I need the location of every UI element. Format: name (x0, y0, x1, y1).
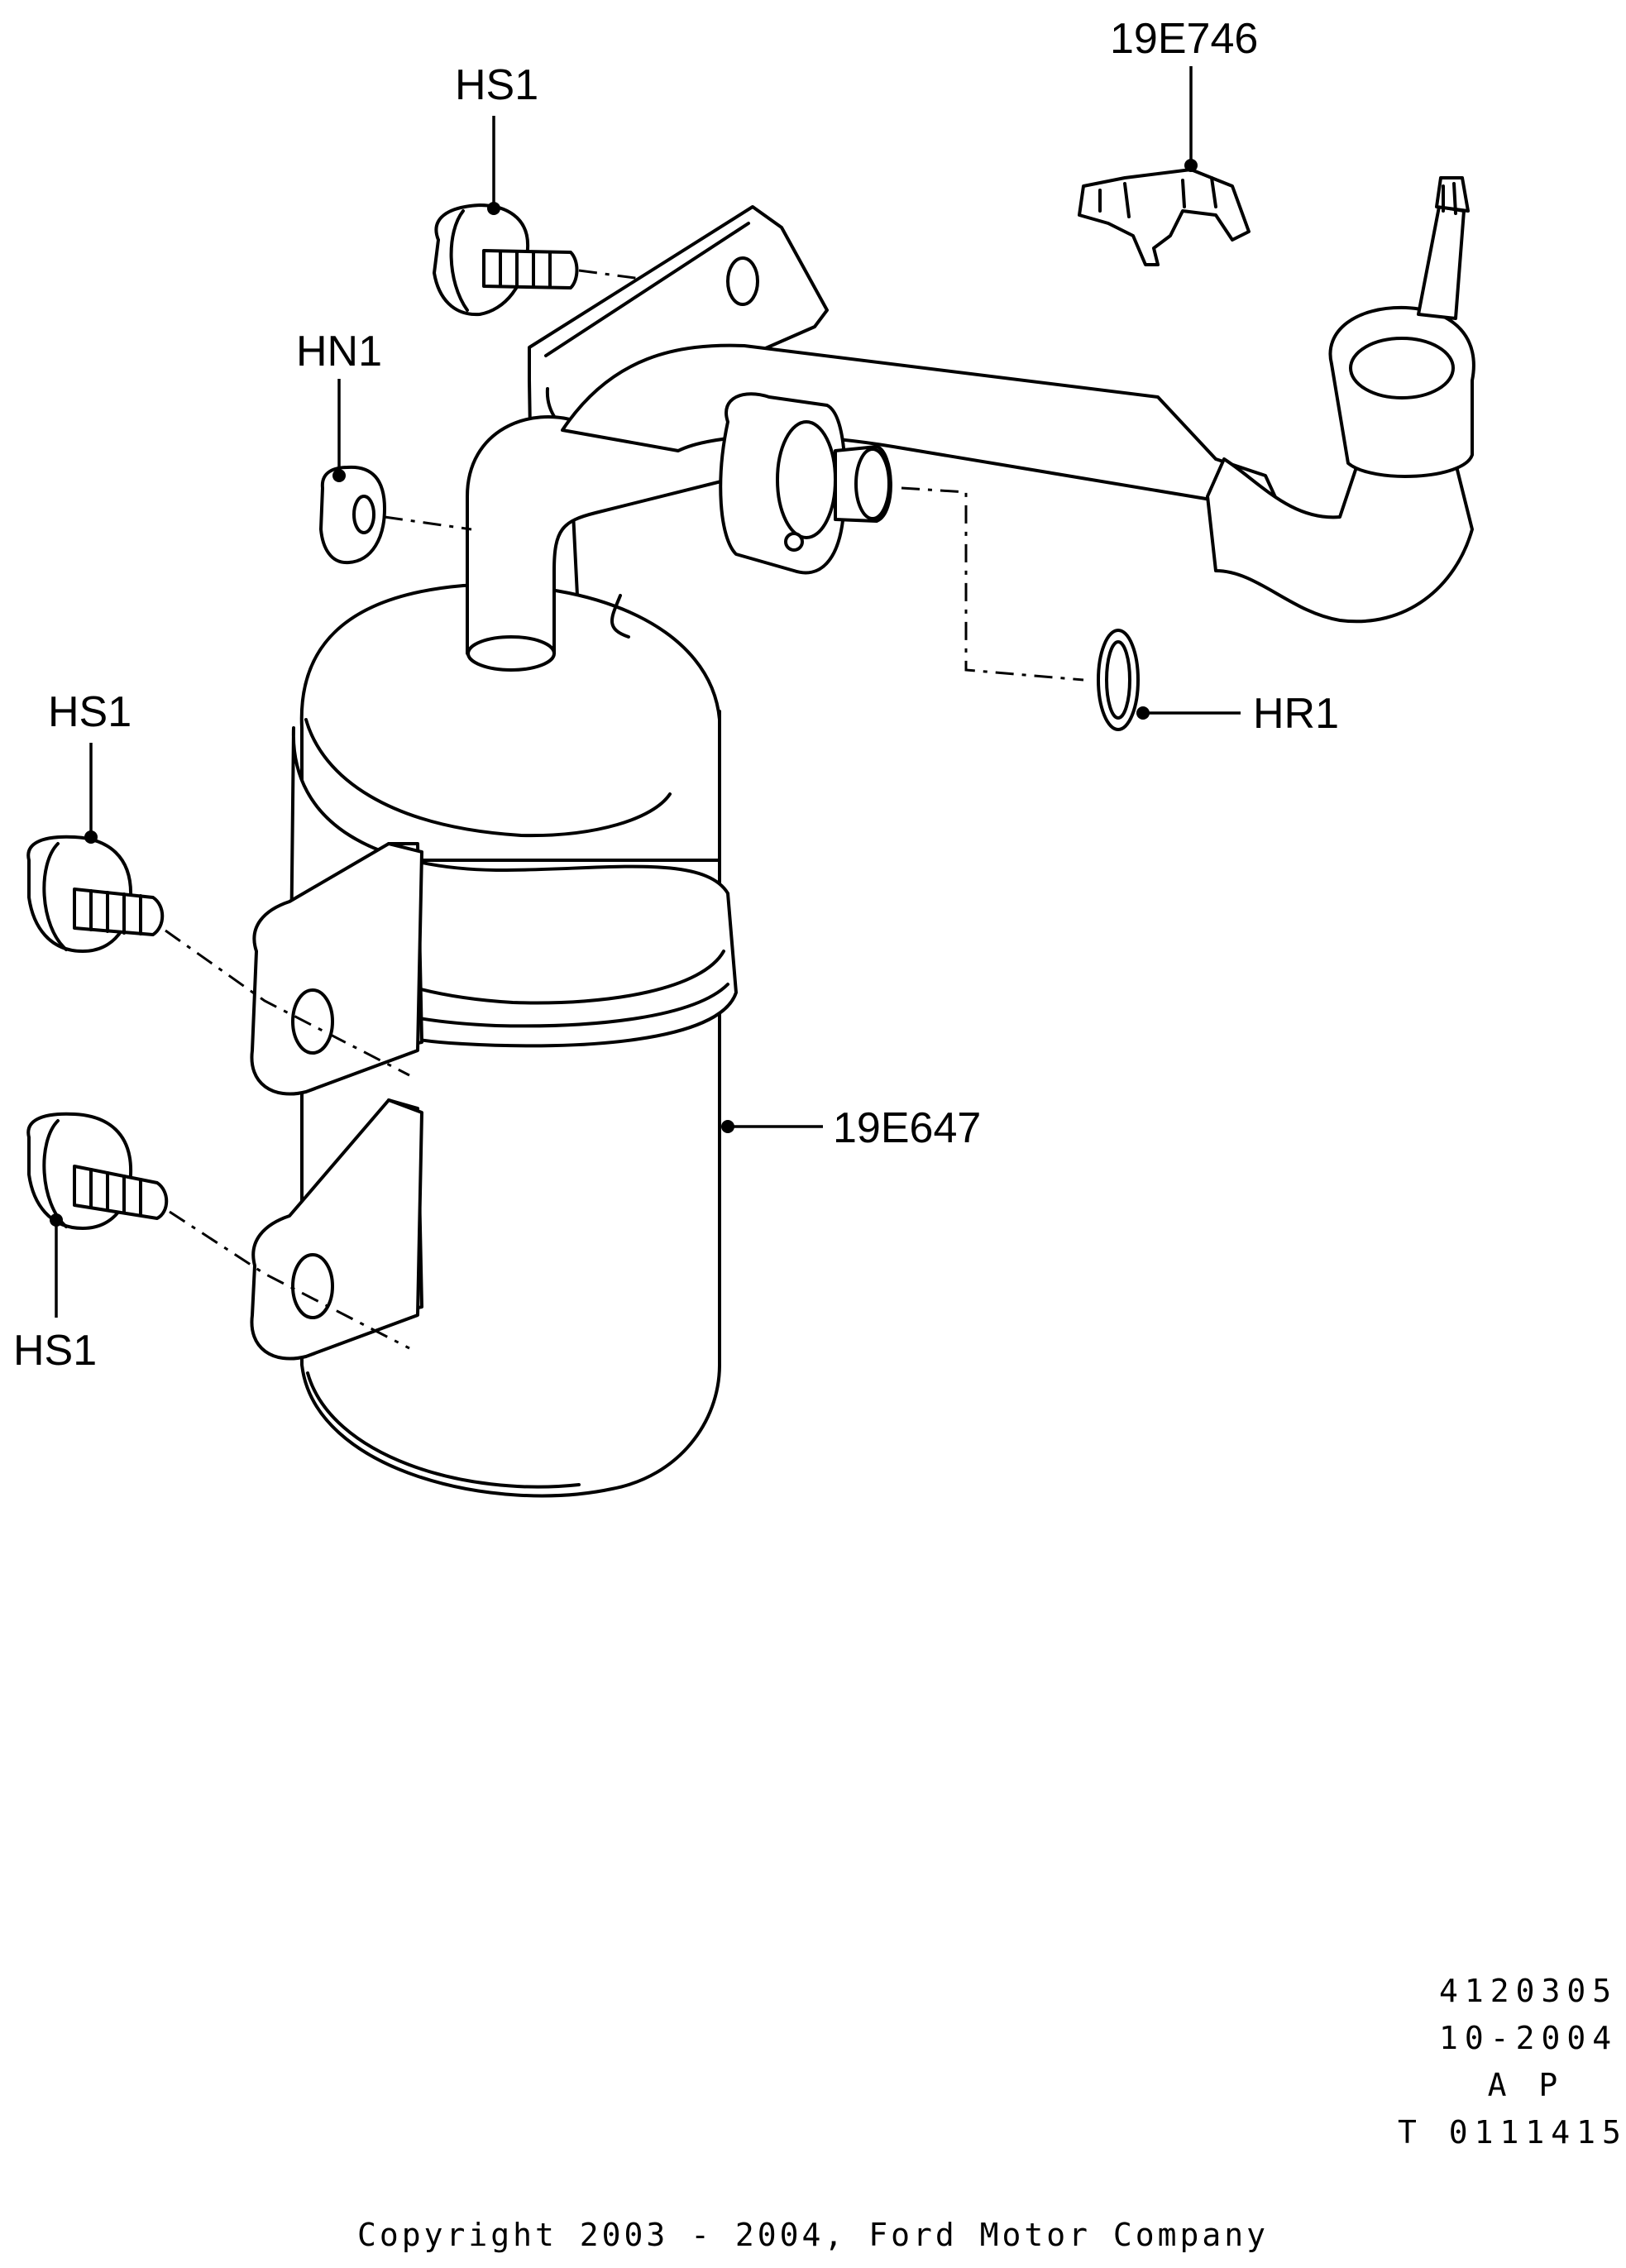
reference-region: A P (1487, 2067, 1565, 2103)
bolt-hs1-bottom (26, 1112, 169, 1230)
callout-hn1: HN1 (296, 328, 382, 376)
callout-19e746: 19E746 (1110, 15, 1258, 63)
copyright-footer: Copyright 2003 - 2004, Ford Motor Compan… (357, 2217, 1269, 2253)
reference-date: 10-2004 (1439, 2020, 1619, 2056)
refrigerant-line (561, 176, 1475, 624)
callout-hs1-top: HS1 (455, 61, 538, 109)
callout-19e647: 19E647 (833, 1104, 981, 1152)
clip-19e746 (1078, 168, 1251, 266)
nut-hn1 (319, 465, 386, 565)
receiver-drier-19e647 (250, 395, 738, 1498)
callout-leaders (50, 66, 1241, 1318)
bolt-hs1-top (433, 203, 579, 317)
o-ring-hr1 (1097, 629, 1140, 731)
reference-id: T 0111415 0 (1398, 2114, 1626, 2151)
callout-hr1: HR1 (1253, 690, 1339, 738)
reference-code: 4120305 (1439, 1973, 1619, 2009)
callout-hs1-bottom: HS1 (13, 1327, 97, 1375)
bolt-hs1-middle (26, 835, 165, 953)
assembly-lines (165, 269, 1084, 1350)
callout-hs1-middle: HS1 (48, 688, 132, 736)
